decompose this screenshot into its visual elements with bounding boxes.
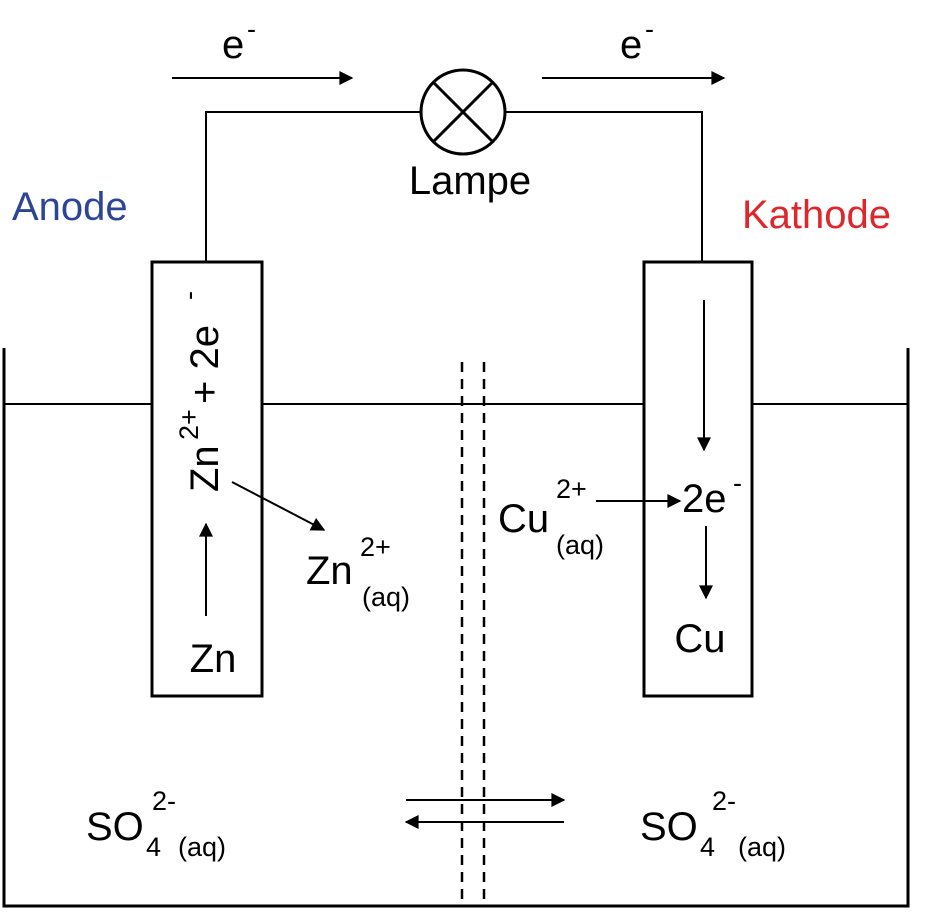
svg-text:2-: 2- <box>712 786 736 816</box>
svg-text:SO: SO <box>640 805 698 849</box>
zinc-electrode <box>150 260 264 698</box>
cu-electrons-label: 2e - <box>682 468 742 521</box>
svg-text:2+: 2+ <box>360 532 391 562</box>
svg-text:(aq): (aq) <box>362 582 410 612</box>
cu-ion-aq-label: Cu 2+ (aq) <box>498 474 604 560</box>
svg-text:Cu: Cu <box>498 497 549 541</box>
electron-label-left: e - <box>222 14 256 67</box>
svg-text:SO: SO <box>86 805 144 849</box>
lamp-icon <box>419 68 507 156</box>
svg-text:+ 2e: + 2e <box>183 325 227 404</box>
sulfate-right-label: SO 4 2- (aq) <box>640 786 786 862</box>
svg-text:2-: 2- <box>152 786 176 816</box>
lamp-label: Lampe <box>409 159 531 203</box>
svg-text:2e: 2e <box>682 477 727 521</box>
zn-metal-label: Zn <box>190 637 237 681</box>
svg-text:Zn: Zn <box>183 445 227 492</box>
svg-text:e: e <box>222 23 244 67</box>
sulfate-left-label: SO 4 2- (aq) <box>86 786 226 862</box>
beaker <box>2 348 910 908</box>
zn-ion-release-arrow <box>231 481 326 531</box>
svg-text:2+: 2+ <box>174 409 204 440</box>
cu-metal-label: Cu <box>674 617 725 661</box>
svg-text:4: 4 <box>146 832 161 862</box>
svg-text:-: - <box>645 14 654 44</box>
salt-bridge-membrane <box>460 362 486 906</box>
svg-text:-: - <box>733 468 742 498</box>
svg-text:4: 4 <box>700 832 715 862</box>
cathode-label: Kathode <box>742 193 891 237</box>
svg-text:-: - <box>174 291 204 300</box>
zn-ion-aq-label: Zn 2+ (aq) <box>306 532 410 612</box>
electron-label-right: e - <box>620 14 654 67</box>
svg-text:(aq): (aq) <box>738 832 786 862</box>
svg-text:-: - <box>247 14 256 44</box>
svg-text:e: e <box>620 23 642 67</box>
svg-text:Zn: Zn <box>306 549 353 593</box>
svg-text:(aq): (aq) <box>556 530 604 560</box>
copper-electrode <box>642 260 754 698</box>
svg-text:2+: 2+ <box>556 474 587 504</box>
zn-oxidation-equation: Zn 2+ + 2e - <box>174 291 227 492</box>
external-wire <box>205 111 703 262</box>
anode-label: Anode <box>12 185 128 229</box>
svg-text:(aq): (aq) <box>178 832 226 862</box>
